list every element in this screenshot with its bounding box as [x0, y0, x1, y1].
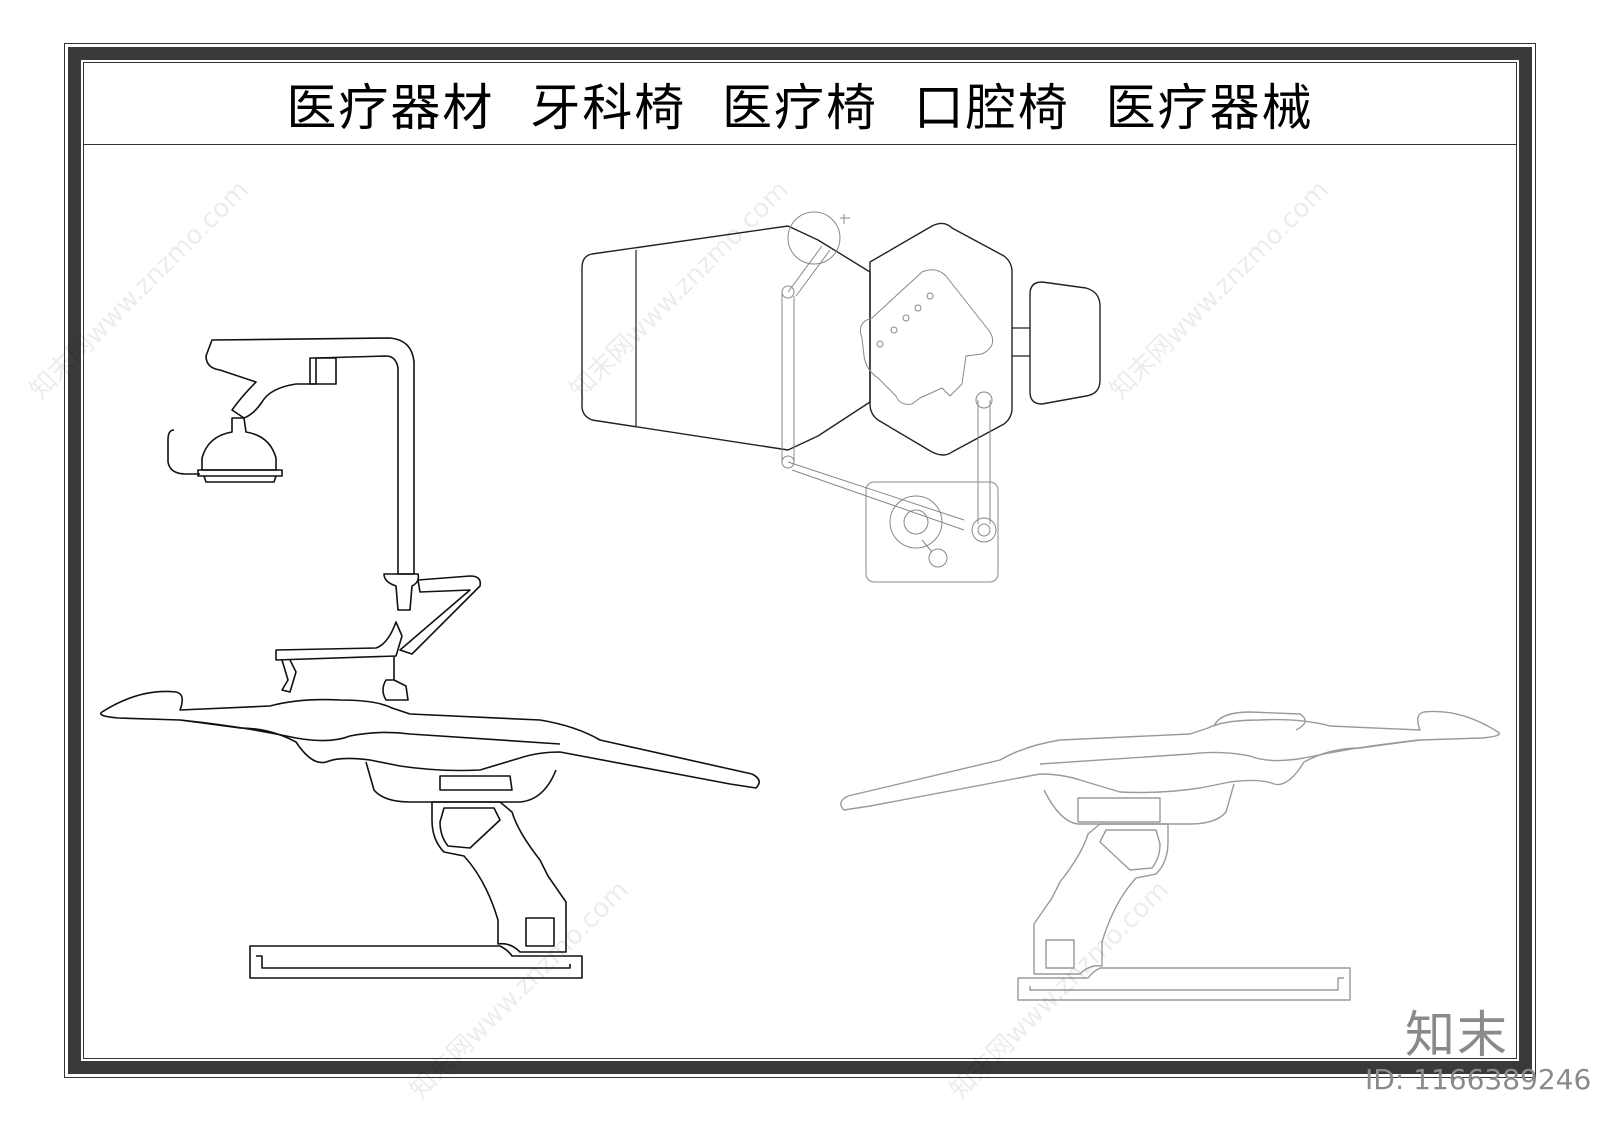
tray	[275, 621, 403, 661]
mirrored-seat	[840, 710, 1500, 811]
seat-inner-line	[179, 719, 561, 745]
mirrored-backrest-top	[1213, 711, 1306, 731]
plan-base-circle-outer	[889, 495, 943, 549]
mirrored-underside	[1043, 783, 1235, 825]
drawing-frame-border	[68, 47, 1532, 1074]
mirrored-base-block	[1077, 797, 1161, 823]
mirrored-foot-block	[1045, 939, 1075, 969]
dental-chair-side-view-mirrored	[840, 710, 1500, 1001]
seat-underside	[365, 761, 557, 803]
lamp-handle	[309, 357, 337, 385]
mirrored-base-plate	[1017, 967, 1351, 1001]
plan-seat	[581, 225, 871, 451]
headrest	[99, 690, 760, 789]
plan-base-pivot-inner	[977, 523, 991, 537]
lamp-arm	[205, 337, 415, 575]
plan-pivot-c	[975, 391, 993, 409]
drawing-title: 医疗器材 牙科椅 医疗椅 口腔椅 医疗器械	[286, 78, 1314, 137]
plan-lamp-circle	[787, 211, 841, 265]
plan-headrest-connector	[1012, 327, 1030, 357]
tray-post	[382, 656, 409, 701]
plan-arm-link	[787, 245, 831, 297]
tray-arm	[399, 575, 482, 655]
mirrored-lift-inner	[1099, 829, 1161, 871]
dental-chair-side-view	[99, 337, 760, 979]
lamp-hook	[167, 429, 200, 475]
plan-backrest	[869, 222, 1013, 456]
plan-arm-lower	[787, 461, 965, 531]
seat-base-block	[439, 775, 513, 791]
plan-tray	[859, 269, 994, 405]
plan-headrest	[1029, 281, 1101, 405]
watermark-id: ID: 1166389246	[1365, 1063, 1592, 1096]
title-bar: 医疗器材 牙科椅 医疗椅 口腔椅 医疗器械	[84, 63, 1516, 145]
watermark-logo: 知末	[1405, 1006, 1509, 1064]
lamp-head	[201, 417, 277, 471]
plan-arm-vertical	[781, 292, 795, 462]
plan-base-circle-inner	[903, 509, 929, 535]
dental-chair-plan-view	[581, 211, 1101, 583]
base-plate	[249, 945, 583, 979]
drawing-frame-outer	[64, 43, 1536, 1078]
base-foot-block	[525, 917, 555, 947]
mirrored-seat-inner	[1039, 739, 1421, 765]
tray-clip	[281, 659, 297, 693]
tray-column	[383, 573, 420, 611]
drawing-frame-inner	[83, 62, 1517, 1059]
base-lift-inner	[439, 807, 501, 849]
lamp-base	[197, 469, 283, 483]
plan-base	[865, 481, 999, 583]
plan-lamp-stem	[840, 214, 850, 224]
mirrored-lift	[1033, 823, 1169, 975]
base-lift	[431, 801, 567, 953]
plan-arm-right	[977, 400, 991, 524]
plan-base-pivot-outer	[971, 517, 997, 543]
plan-base-pedal	[928, 548, 948, 568]
